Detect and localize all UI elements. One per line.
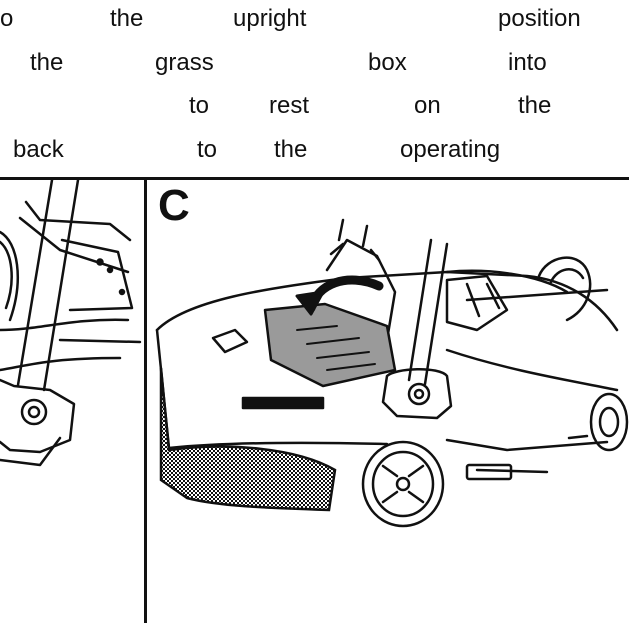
mower-grass-box-illustration xyxy=(155,218,629,528)
word: the xyxy=(110,5,144,32)
panel-divider xyxy=(144,177,147,623)
illustration-panel-c xyxy=(147,180,629,623)
word: position xyxy=(498,5,581,32)
manual-text-line-2: the grass box into xyxy=(0,48,629,78)
grass-catcher-mesh xyxy=(159,367,337,512)
word: on xyxy=(414,92,441,119)
word: operating xyxy=(400,136,501,163)
grass-box-lid xyxy=(263,302,397,388)
word: to xyxy=(189,92,210,119)
illustration-panel-b xyxy=(0,180,144,623)
manual-text-line-1: o the upright position xyxy=(0,4,629,34)
word: the xyxy=(518,92,552,119)
word: rest xyxy=(269,92,310,119)
word: the xyxy=(30,49,64,76)
manual-text-line-3: to rest on the xyxy=(0,91,629,121)
word: box xyxy=(368,49,407,76)
panel-label: C xyxy=(158,181,190,230)
word: the xyxy=(274,136,308,163)
word: o xyxy=(0,5,14,32)
word: grass xyxy=(155,49,214,76)
manual-text-line-4: back to the operating xyxy=(0,135,629,165)
word: to xyxy=(197,136,218,163)
figure-frame xyxy=(0,177,629,623)
word: upright xyxy=(233,5,307,32)
mower-handle-illustration xyxy=(0,180,142,467)
word: back xyxy=(13,136,64,163)
rotate-arrow-icon xyxy=(295,275,384,316)
word: into xyxy=(508,49,547,76)
